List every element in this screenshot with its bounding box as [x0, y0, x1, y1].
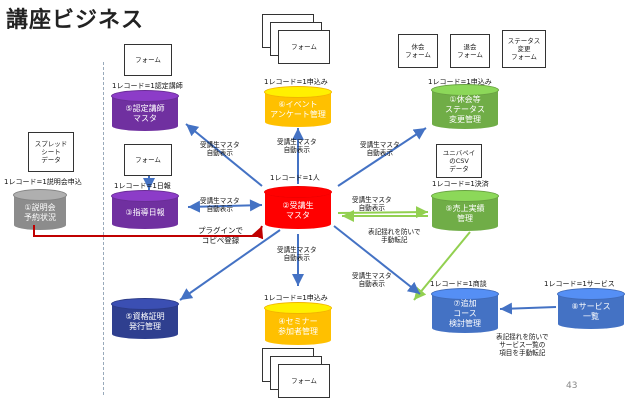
db-kyukai[interactable]: ①休会等ステータス変更管理 — [432, 90, 498, 129]
form-nintei-doc: フォーム — [124, 44, 172, 76]
db-setsumeikai[interactable]: ①説明会予約状況 — [14, 195, 66, 230]
record-label-shido: 1レコード=1日報 — [114, 182, 171, 190]
db-uriage[interactable]: ⑨売上実績管理 — [432, 196, 498, 231]
record-label-seminar: 1レコード=1申込み — [264, 294, 328, 302]
form-event-doc: フォーム — [278, 30, 330, 64]
taikai-form-doc: 退会フォーム — [450, 34, 490, 68]
note-auto-kyukai: 受講生マスタ自動表示 — [360, 141, 400, 157]
record-label-kyukai: 1レコード=1申込み — [428, 78, 492, 86]
note-plugin: プラグインでコピペ登録 — [198, 226, 243, 245]
db-shikaku[interactable]: ⑤資格証明発行管理 — [112, 304, 178, 339]
note-auto-tsuika: 受講生マスタ自動表示 — [352, 272, 392, 288]
db-tsuika[interactable]: ⑦追加コース検討管理 — [432, 294, 498, 333]
note-auto-nintei: 受講生マスタ自動表示 — [200, 141, 240, 157]
db-service[interactable]: ⑧サービス一覧 — [558, 294, 624, 329]
record-label-nintei: 1レコード=1認定講師 — [112, 82, 183, 90]
record-label-setsumeikai: 1レコード=1説明会申込 — [4, 178, 82, 186]
arrow-master-to-nintei — [185, 123, 263, 187]
note-auto-seminar: 受講生マスタ自動表示 — [277, 246, 317, 262]
arrow-master-uriage — [337, 206, 429, 219]
page-title: 講座ビジネス — [6, 8, 145, 33]
record-label-service: 1レコード=1サービス — [544, 280, 615, 288]
record-label-event: 1レコード=1申込み — [264, 78, 328, 86]
record-label-uriage: 1レコード=1決済 — [432, 180, 489, 188]
db-shido[interactable]: ③指導日報 — [112, 196, 178, 229]
kyukai-form-doc: 休会フォーム — [398, 34, 438, 68]
form-shido-doc: フォーム — [124, 144, 172, 176]
note-manual-2: 表記揺れを防いでサービス一覧の項目を手動転記 — [496, 333, 549, 357]
db-seminar[interactable]: ④セミナー参加者管理 — [265, 308, 331, 345]
db-nintei[interactable]: ⑤認定講師マスタ — [112, 96, 178, 131]
note-auto-uriage: 受講生マスタ自動表示 — [352, 196, 392, 212]
arrow-setsumeikai-to-master — [33, 224, 264, 240]
db-event[interactable]: ⑥イベントアンケート管理 — [265, 92, 331, 127]
spreadsheet-doc: スプレッドシートデータ — [28, 132, 74, 172]
arrow-master-to-tsuika — [333, 225, 421, 295]
arrow-master-to-shido — [187, 199, 263, 213]
arrow-master-to-shikaku — [179, 229, 281, 301]
db-jukousei[interactable]: ②受講生マスタ — [265, 192, 331, 229]
arrow-uriage-to-tsuika — [413, 231, 471, 301]
record-label-jukousei: 1レコード=1人 — [270, 174, 320, 182]
arrow-service-to-tsuika — [499, 302, 557, 315]
record-label-tsuika: 1レコード=1商談 — [430, 280, 487, 288]
note-manual-1: 表記揺れを防いで手動転記 — [368, 228, 421, 244]
form-seminar-doc: フォーム — [278, 364, 330, 398]
slide-number: 43 — [566, 381, 578, 391]
note-auto-event: 受講生マスタ自動表示 — [277, 138, 317, 154]
status-form-doc: ステータス変更フォーム — [502, 30, 546, 68]
note-auto-shido: 受講生マスタ自動表示 — [200, 197, 240, 213]
arrow-master-to-kyukai — [337, 127, 427, 187]
divider-line — [103, 62, 104, 395]
